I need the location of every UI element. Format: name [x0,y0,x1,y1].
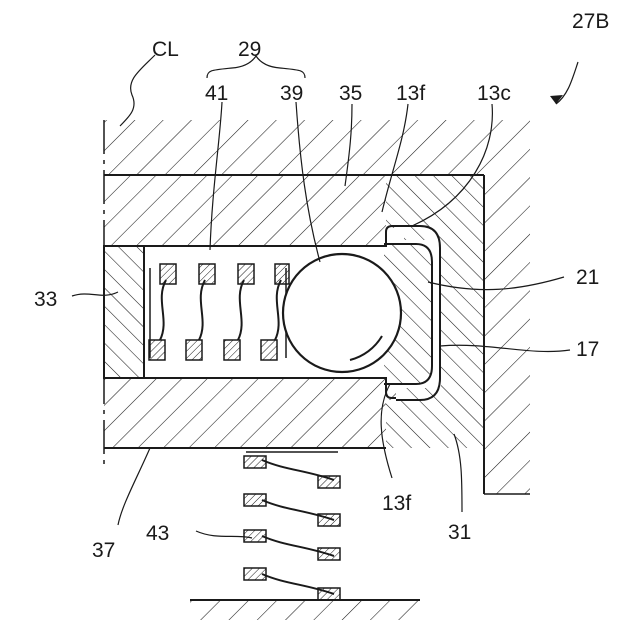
label-35: 35 [339,82,362,105]
label-27b: 27B [572,10,609,33]
label-cl: CL [152,38,179,61]
upper-body-35 [104,175,396,246]
ground-base [190,600,420,620]
lower-body-37 [104,378,396,448]
label-17: 17 [576,338,599,361]
label-13c: 13c [477,82,511,105]
label-29: 29 [238,38,261,61]
label-43: 43 [146,522,169,545]
coil-spring-43 [244,452,340,600]
label-39: 39 [280,82,303,105]
coil-spring-41 [149,264,289,360]
label-13f-bottom: 13f [382,492,411,515]
label-41: 41 [205,82,228,105]
label-21: 21 [576,266,599,289]
label-31: 31 [448,521,471,544]
label-13f-top: 13f [396,82,425,105]
ball-39 [283,254,401,372]
label-37: 37 [92,539,115,562]
label-33: 33 [34,288,57,311]
stopper-33 [104,246,144,378]
